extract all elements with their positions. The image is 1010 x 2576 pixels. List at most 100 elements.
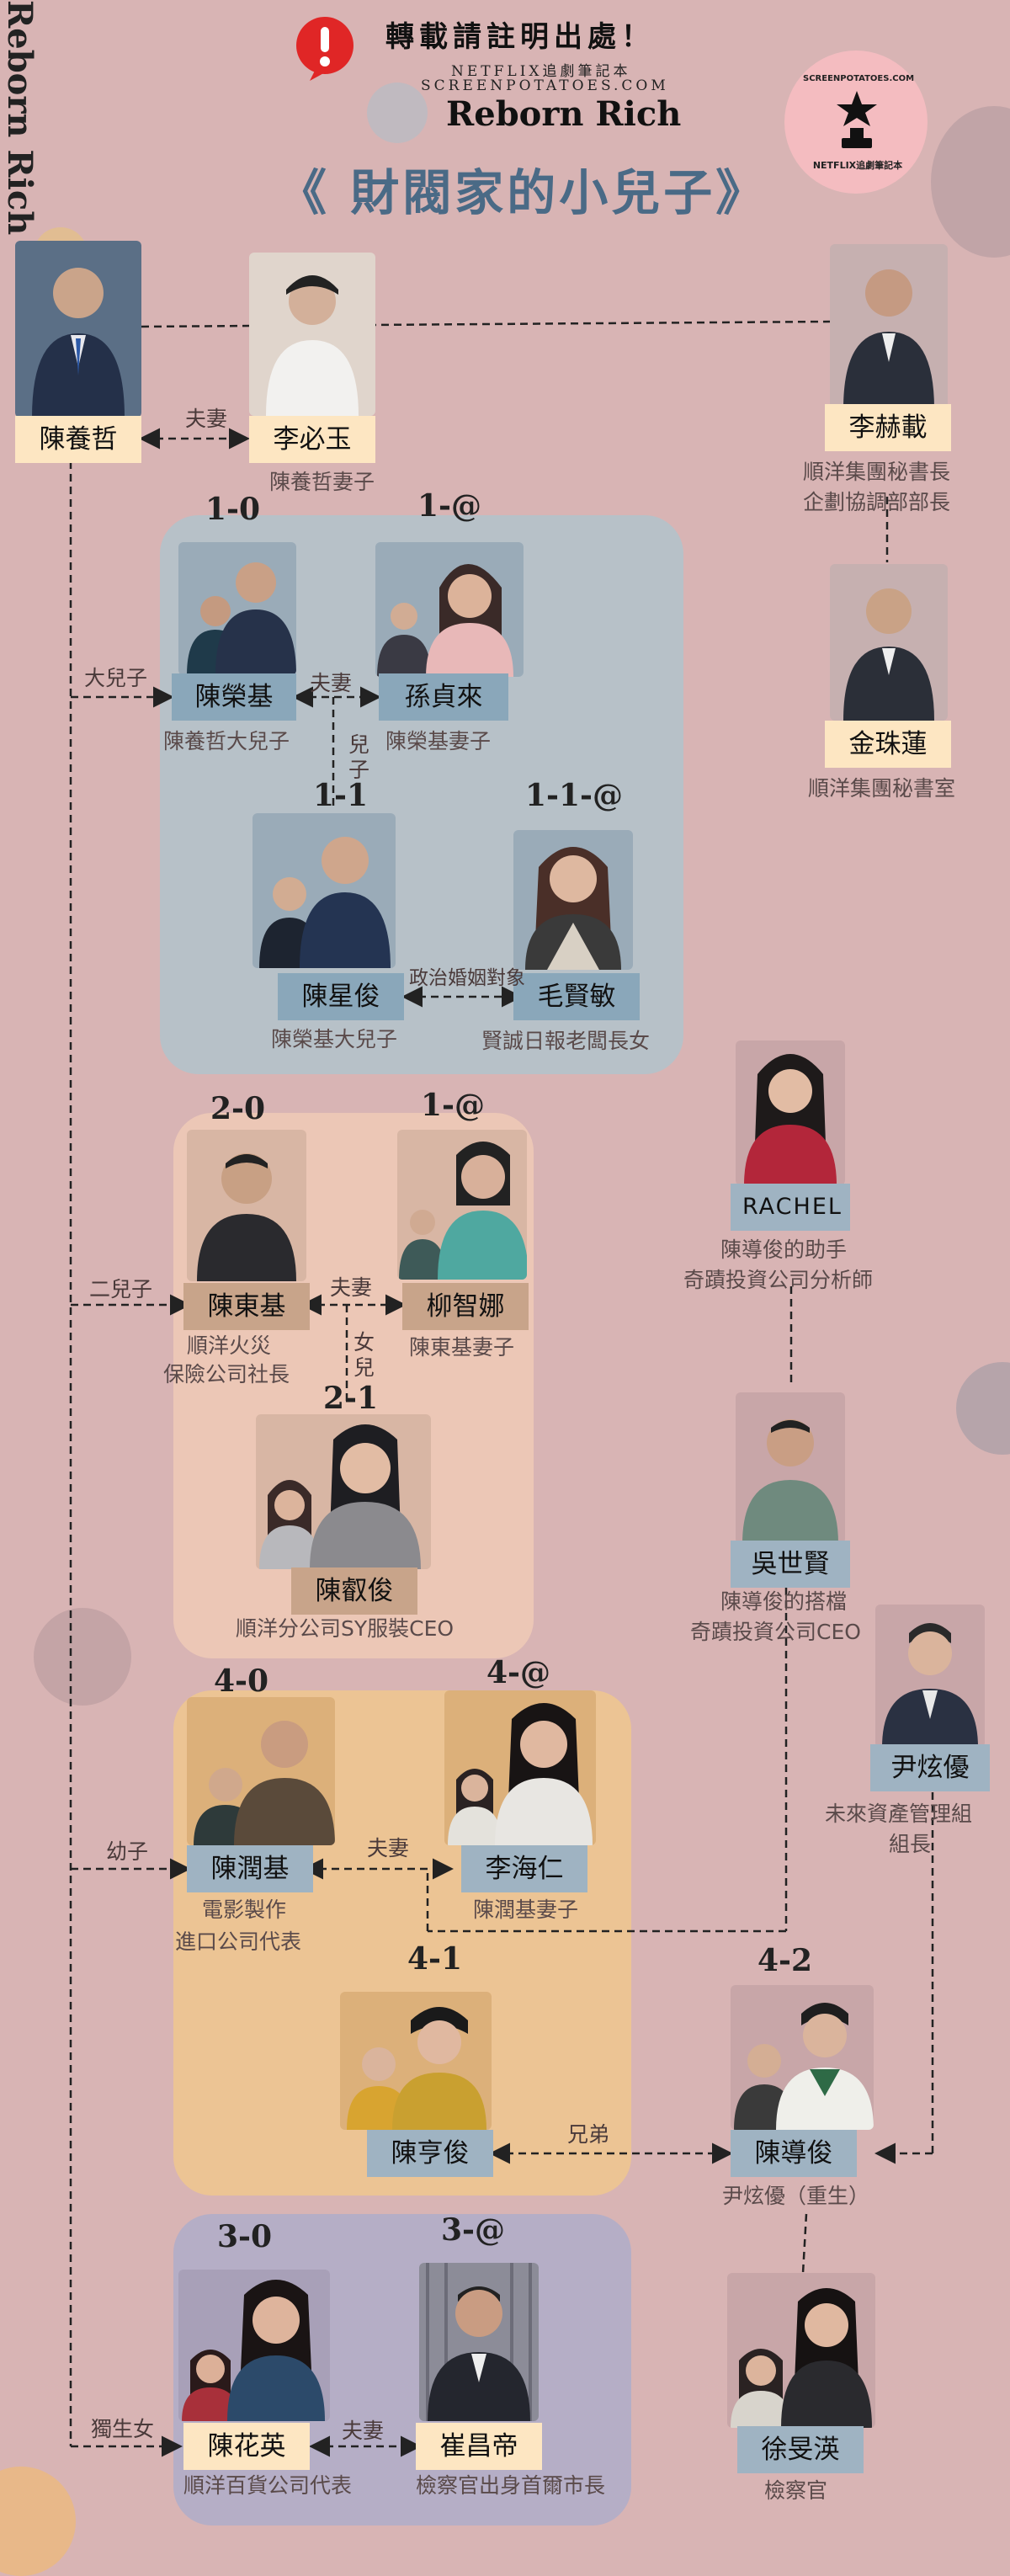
desc-li-biyu: 陳養哲妻子 [269, 468, 375, 497]
relation-label: 夫妻 [310, 667, 352, 697]
portrait-sun-zhenlai [375, 542, 524, 677]
desc-chen-daojun: 尹炫優（重生） [722, 2182, 869, 2211]
gen-label: 2-0 [210, 1091, 265, 1126]
gen-label: 3-@ [441, 2212, 505, 2248]
portrait-chen-hengjun [340, 1992, 492, 2130]
name-li-biyu: 李必玉 [249, 416, 375, 463]
name-chen-runji: 陳潤基 [187, 1845, 313, 1892]
gen-label: 4-0 [214, 1663, 268, 1699]
desc-rachel-1: 陳導俊的助手 [720, 1236, 847, 1264]
portrait-mao-xianmin [513, 830, 633, 970]
relation-label: 夫妻 [185, 402, 227, 433]
name-chen-yangzhe: 陳養哲 [15, 416, 141, 463]
gen-label: 2-1 [323, 1381, 378, 1416]
relation-label: 夫妻 [342, 2414, 384, 2445]
badge-top-text: SCREENPOTATOES.COM [803, 74, 912, 83]
header-warning: 轉載請註明出處！ [385, 13, 655, 55]
desc-li-hezai-2: 企劃協調部部長 [803, 488, 950, 517]
gen-label: 1-0 [205, 492, 260, 527]
gen-label: 1-1 [313, 778, 368, 813]
desc-chen-dongji-2: 保險公司社長 [163, 1360, 290, 1389]
gen-label: 4-1 [407, 1941, 462, 1977]
desc-sun-zhenlai: 陳榮基妻子 [385, 727, 491, 756]
name-li-hezai: 李赫載 [825, 404, 951, 451]
desc-chen-huaying: 順洋百貨公司代表 [183, 2472, 352, 2500]
name-chen-xingjun: 陳星俊 [278, 973, 404, 1020]
desc-li-hezai-1: 順洋集團秘書長 [803, 458, 950, 487]
desc-liu-zhina: 陳東基妻子 [409, 1333, 514, 1362]
relation-label: 獨生女 [91, 2413, 154, 2443]
badge-bottom-text: NETFLIX追劇筆記本 [803, 158, 912, 172]
relation-label: 女兒 [354, 1330, 377, 1381]
desc-jin-zhulian: 順洋集團秘書室 [808, 774, 955, 803]
desc-xu-minying: 檢察官 [764, 2477, 827, 2505]
relation-label: 夫妻 [330, 1271, 372, 1301]
name-chen-hengjun: 陳亨俊 [367, 2130, 493, 2177]
gen-label: 3-0 [217, 2219, 272, 2254]
name-chen-dongji: 陳東基 [183, 1283, 310, 1330]
relation-label: 政治婚姻對象 [409, 961, 525, 990]
relation-label: 兄弟 [567, 2118, 609, 2148]
portrait-cui-changdi [419, 2263, 539, 2421]
portrait-li-biyu [249, 253, 375, 416]
portrait-jin-zhulian [830, 564, 948, 721]
desc-mao-xianmin: 賢誠日報老闆長女 [481, 1027, 650, 1056]
desc-chen-xingjun: 陳榮基大兒子 [271, 1025, 397, 1054]
desc-cui-changdi: 檢察官出身首爾市長 [416, 2472, 605, 2500]
name-chen-huaying: 陳花英 [183, 2423, 310, 2470]
relation-label: 二兒子 [89, 1273, 152, 1303]
portrait-yin-xuanyou [875, 1605, 985, 1748]
relation-label: 兒子 [348, 732, 372, 783]
desc-wu-shixian-2: 奇蹟投資公司CEO [690, 1618, 861, 1647]
name-rachel: RACHEL [731, 1184, 850, 1231]
portrait-chen-xingjun [252, 813, 396, 968]
portrait-chen-ruijun [256, 1414, 431, 1569]
site-badge: SCREENPOTATOES.COM NETFLIX追劇筆記本 [784, 51, 928, 194]
desc-wu-shixian-1: 陳導俊的搭檔 [720, 1588, 847, 1616]
name-wu-shixian: 吳世賢 [731, 1541, 850, 1588]
desc-li-haiie: 陳潤基妻子 [473, 1896, 578, 1924]
portrait-li-hezai [830, 244, 948, 409]
desc-chen-dongji-1: 順洋火災 [187, 1332, 271, 1360]
portrait-xu-minying [727, 2273, 875, 2428]
relation-label: 夫妻 [367, 1832, 409, 1862]
portrait-chen-huaying [178, 2270, 330, 2421]
award-icon [830, 88, 884, 158]
name-chen-ruijun: 陳叡俊 [291, 1567, 417, 1615]
name-chen-daojun: 陳導俊 [731, 2130, 857, 2177]
name-liu-zhina: 柳智娜 [402, 1283, 529, 1330]
desc-chen-rongji: 陳養哲大兒子 [163, 727, 290, 756]
warning-icon [291, 15, 359, 82]
header-line2: SCREENPOTATOES.COM [421, 77, 669, 94]
gen-label: 1-@ [417, 488, 481, 524]
desc-yin-xuanyou-2: 組長 [889, 1830, 931, 1859]
name-chen-rongji: 陳榮基 [172, 673, 296, 721]
name-cui-changdi: 崔昌帝 [416, 2423, 542, 2470]
portrait-chen-dongji [187, 1130, 306, 1281]
desc-yin-xuanyou-1: 未來資產管理組 [825, 1800, 972, 1828]
portrait-rachel [736, 1041, 845, 1185]
relation-label: 幼子 [106, 1835, 148, 1865]
desc-chen-runji-2: 進口公司代表 [175, 1928, 301, 1956]
desc-chen-ruijun: 順洋分公司SY服裝CEO [236, 1615, 454, 1643]
portrait-chen-rongji [178, 542, 296, 675]
portrait-chen-daojun [731, 1985, 874, 2130]
portrait-wu-shixian [736, 1392, 845, 1544]
name-li-haiie: 李海仁 [461, 1845, 587, 1892]
name-xu-minying: 徐旻渶 [737, 2426, 864, 2473]
gen-label: 1-1-@ [525, 778, 623, 813]
name-sun-zhenlai: 孫貞來 [379, 673, 508, 721]
portrait-liu-zhina [397, 1130, 527, 1280]
name-yin-xuanyou: 尹炫優 [870, 1744, 990, 1791]
name-jin-zhulian: 金珠蓮 [825, 721, 951, 768]
portrait-chen-runji [187, 1697, 335, 1845]
desc-rachel-2: 奇蹟投資公司分析師 [683, 1266, 873, 1295]
gen-label: 4-@ [486, 1655, 550, 1690]
desc-chen-runji-1: 電影製作 [202, 1896, 286, 1924]
relation-label: 大兒子 [84, 662, 147, 692]
gen-label: 4-2 [758, 1943, 812, 1978]
name-mao-xianmin: 毛賢敏 [513, 973, 640, 1020]
gen-label: 1-@ [421, 1088, 485, 1123]
portrait-li-haiie [444, 1690, 596, 1845]
portrait-chen-yangzhe [15, 241, 141, 418]
